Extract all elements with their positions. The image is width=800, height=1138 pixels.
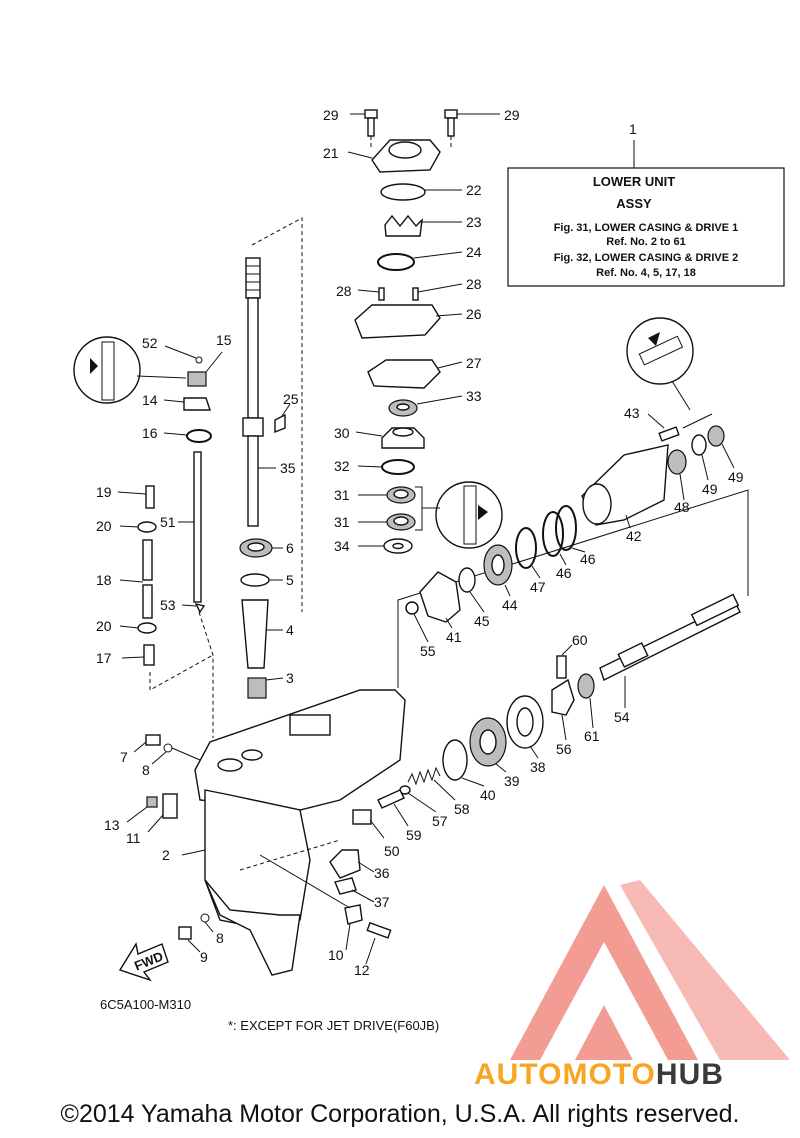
lower-casing xyxy=(181,689,406,976)
callout-17: 17 xyxy=(96,650,112,666)
callout-50: 50 xyxy=(384,843,400,859)
callout-42: 42 xyxy=(626,528,642,544)
ref-box-line-1: Fig. 31, LOWER CASING & DRIVE 1 xyxy=(554,222,739,234)
callout-45: 45 xyxy=(474,613,490,629)
callout-15: 15 xyxy=(216,332,232,348)
callout-37: 37 xyxy=(374,894,390,910)
water-pump-group xyxy=(347,109,500,554)
callout-44: 44 xyxy=(502,597,518,613)
callout-38: 38 xyxy=(530,759,546,775)
callout-56: 56 xyxy=(556,741,572,757)
callout-51: 51 xyxy=(160,514,176,530)
callout-43: 43 xyxy=(624,405,640,421)
bottom-center-parts xyxy=(259,809,392,965)
copyright-footer: ©2014 Yamaha Motor Corporation, U.S.A. A… xyxy=(60,1100,740,1128)
ref-box-line-3: Fig. 32, LOWER CASING & DRIVE 2 xyxy=(554,252,739,264)
propeller-shaft-group xyxy=(377,413,749,827)
callout-39: 39 xyxy=(504,773,520,789)
ref-box-title-2: ASSY xyxy=(616,196,652,211)
casing-small-parts: FWD xyxy=(118,734,214,982)
callout-24: 24 xyxy=(466,244,482,260)
callout-31: 31 xyxy=(334,514,350,530)
callout-14: 14 xyxy=(142,392,158,408)
callout-16: 16 xyxy=(142,425,158,441)
drive-shaft-group xyxy=(239,217,303,699)
callout-57: 57 xyxy=(432,813,448,829)
callout-58: 58 xyxy=(454,801,470,817)
callout-29: 29 xyxy=(504,107,520,123)
callout-30: 30 xyxy=(334,425,350,441)
callout-8: 8 xyxy=(216,930,224,946)
detail-lubricant-2 xyxy=(435,481,503,549)
callout-labels: 29 29 21 22 23 24 28 28 26 27 33 30 32 3… xyxy=(96,107,744,978)
callout-59: 59 xyxy=(406,827,422,843)
callout-32: 32 xyxy=(334,458,350,474)
callout-29: 29 xyxy=(323,107,339,123)
callout-2: 2 xyxy=(162,847,170,863)
callout-55: 55 xyxy=(420,643,436,659)
callout-52: 52 xyxy=(142,335,158,351)
reference-box: 1 LOWER UNIT ASSY Fig. 31, LOWER CASING … xyxy=(507,121,785,287)
callout-28: 28 xyxy=(336,283,352,299)
callout-19: 19 xyxy=(96,484,112,500)
callout-8: 8 xyxy=(142,762,150,778)
callout-21: 21 xyxy=(323,145,339,161)
callout-9: 9 xyxy=(200,949,208,965)
ref-box-number: 1 xyxy=(629,121,637,137)
callout-36: 36 xyxy=(374,865,390,881)
callout-28: 28 xyxy=(466,276,482,292)
callout-27: 27 xyxy=(466,355,482,371)
callout-40: 40 xyxy=(480,787,496,803)
callout-53: 53 xyxy=(160,597,176,613)
callout-46: 46 xyxy=(556,565,572,581)
diagram-code: 6C5A100-M310 xyxy=(100,997,192,1012)
brand-wordmark: AUTOMOTOHUB xyxy=(474,1058,724,1092)
callout-49: 49 xyxy=(702,481,718,497)
callout-31: 31 xyxy=(334,487,350,503)
shift-rod-group xyxy=(117,345,223,738)
callout-10: 10 xyxy=(328,947,344,963)
brand-logo-icon xyxy=(510,880,790,1060)
callout-5: 5 xyxy=(286,572,294,588)
callout-20: 20 xyxy=(96,618,112,634)
callout-23: 23 xyxy=(466,214,482,230)
callout-12: 12 xyxy=(354,962,370,978)
callout-20: 20 xyxy=(96,518,112,534)
callout-25: 25 xyxy=(283,391,299,407)
ref-box-line-4: Ref. No. 4, 5, 17, 18 xyxy=(596,267,696,279)
detail-lubricant-1 xyxy=(73,336,187,404)
callout-41: 41 xyxy=(446,629,462,645)
callout-13: 13 xyxy=(104,817,120,833)
detail-lubricant-3 xyxy=(626,317,694,411)
callout-47: 47 xyxy=(530,579,546,595)
callout-49: 49 xyxy=(728,469,744,485)
callout-33: 33 xyxy=(466,388,482,404)
ref-box-line-2: Ref. No. 2 to 61 xyxy=(606,236,685,248)
callout-46: 46 xyxy=(580,551,596,567)
callout-3: 3 xyxy=(286,670,294,686)
callout-34: 34 xyxy=(334,538,350,554)
callout-4: 4 xyxy=(286,622,294,638)
diagram-note: *: EXCEPT FOR JET DRIVE(F60JB) xyxy=(228,1018,440,1033)
callout-61: 61 xyxy=(584,728,600,744)
callout-60: 60 xyxy=(572,632,588,648)
callout-6: 6 xyxy=(286,540,294,556)
callout-26: 26 xyxy=(466,306,482,322)
callout-35: 35 xyxy=(280,460,296,476)
callout-11: 11 xyxy=(126,830,141,846)
callout-54: 54 xyxy=(614,709,630,725)
brand-part-1: AUTOMOTO xyxy=(474,1058,656,1091)
callout-22: 22 xyxy=(466,182,482,198)
brand-part-2: HUB xyxy=(655,1058,724,1091)
callout-7: 7 xyxy=(120,749,128,765)
ref-box-title-1: LOWER UNIT xyxy=(593,174,675,189)
callout-18: 18 xyxy=(96,572,112,588)
callout-48: 48 xyxy=(674,499,690,515)
